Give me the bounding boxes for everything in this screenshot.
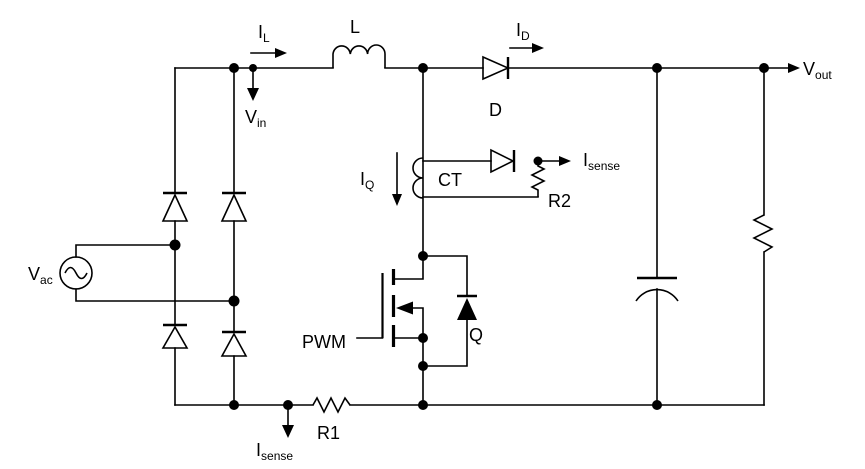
- isense-top-arrow: Isense: [537, 150, 620, 173]
- junction-dot: [249, 64, 257, 72]
- pwm-label: PWM: [302, 332, 346, 352]
- iq-label: IQ: [360, 169, 374, 192]
- ac-source-circle: [59, 256, 93, 290]
- junction-dot: [418, 400, 428, 410]
- mosfet-label: Q: [469, 325, 483, 345]
- junction-dot: [652, 400, 662, 410]
- body-arrow-icon: [396, 301, 413, 315]
- body-diode-triangle: [457, 298, 477, 320]
- resistor-r1: R1: [312, 396, 351, 443]
- bridge-rectifier: [161, 191, 248, 357]
- boost-diode: D: [482, 55, 510, 120]
- ct-secondary-wires: [422, 160, 539, 198]
- ac-source: Vac: [28, 244, 235, 302]
- iq-current-arrow: IQ: [360, 152, 402, 206]
- ac-source-leads: [75, 244, 235, 302]
- id-current-arrow: ID: [509, 20, 544, 53]
- arrowhead-down-icon: [392, 194, 402, 206]
- arrowhead-right-icon: [275, 48, 287, 58]
- il-label: IL: [258, 22, 270, 45]
- diode-triangle: [161, 325, 189, 349]
- diode-triangle: [220, 193, 248, 222]
- inductor-coil: [332, 44, 386, 68]
- vout-label: Vout: [803, 59, 832, 82]
- isense-top-label: Isense: [583, 150, 620, 173]
- vac-label: Vac: [28, 264, 53, 287]
- pwm-input: PWM: [302, 332, 384, 352]
- vin-label: Vin: [245, 107, 266, 130]
- vout-arrow: Vout: [763, 59, 832, 82]
- junction-dot: [169, 239, 181, 251]
- sine-icon: [64, 266, 88, 280]
- junction-dot: [418, 251, 428, 261]
- bridge-diode-lower-left: [161, 323, 189, 349]
- ct-winding-arcs: [412, 157, 424, 199]
- diode-triangle: [161, 193, 189, 222]
- diode-triangle: [482, 55, 510, 81]
- inductor-label: L: [350, 17, 360, 37]
- mosfet-q: Q: [381, 255, 483, 367]
- load-zigzag: [752, 214, 774, 253]
- junction-dot: [759, 63, 769, 73]
- arrowhead-right-icon: [788, 63, 800, 73]
- body-wire: [412, 307, 424, 339]
- junction-dot: [418, 333, 428, 343]
- output-capacitor: [635, 67, 679, 406]
- switch-column-wire: [393, 67, 424, 406]
- r2-zigzag: [530, 161, 546, 197]
- diode-triangle: [220, 332, 248, 357]
- isense-bottom-label: Isense: [256, 440, 293, 463]
- arrowhead-right-icon: [559, 156, 571, 166]
- arrowhead-down-icon: [247, 88, 259, 101]
- r1-zigzag: [312, 396, 351, 414]
- arrowhead-right-icon: [532, 43, 544, 53]
- body-diode-branch-wire: [422, 255, 468, 367]
- r1-label: R1: [317, 423, 340, 443]
- inductor: L: [332, 17, 386, 68]
- isense-bottom-arrow: Isense: [256, 404, 294, 463]
- boost-diode-label: D: [489, 100, 502, 120]
- current-transformer: CT: [412, 157, 539, 199]
- bridge-diode-lower-right: [220, 330, 248, 357]
- ct-label: CT: [438, 170, 462, 190]
- junction-dot: [229, 400, 239, 410]
- junction-dot: [418, 63, 428, 73]
- junction-dot: [229, 63, 239, 73]
- bridge-diode-upper-left: [161, 191, 189, 222]
- vin-arrow: Vin: [245, 71, 266, 130]
- load-resistor: [752, 67, 774, 406]
- r2-label: R2: [548, 191, 571, 211]
- junction-dot: [283, 400, 293, 410]
- junction-dot: [533, 156, 543, 166]
- junction-dot: [228, 295, 240, 307]
- junction-dots: [169, 63, 769, 410]
- junction-dot: [418, 361, 428, 371]
- arrowhead-down-icon: [282, 425, 294, 438]
- diode-triangle: [490, 148, 515, 174]
- resistor-r2: R2: [530, 161, 571, 211]
- junction-dot: [652, 63, 662, 73]
- ct-diode: [490, 148, 516, 174]
- id-label: ID: [516, 20, 530, 43]
- il-current-arrow: IL: [250, 22, 287, 58]
- bridge-diode-upper-right: [220, 191, 248, 222]
